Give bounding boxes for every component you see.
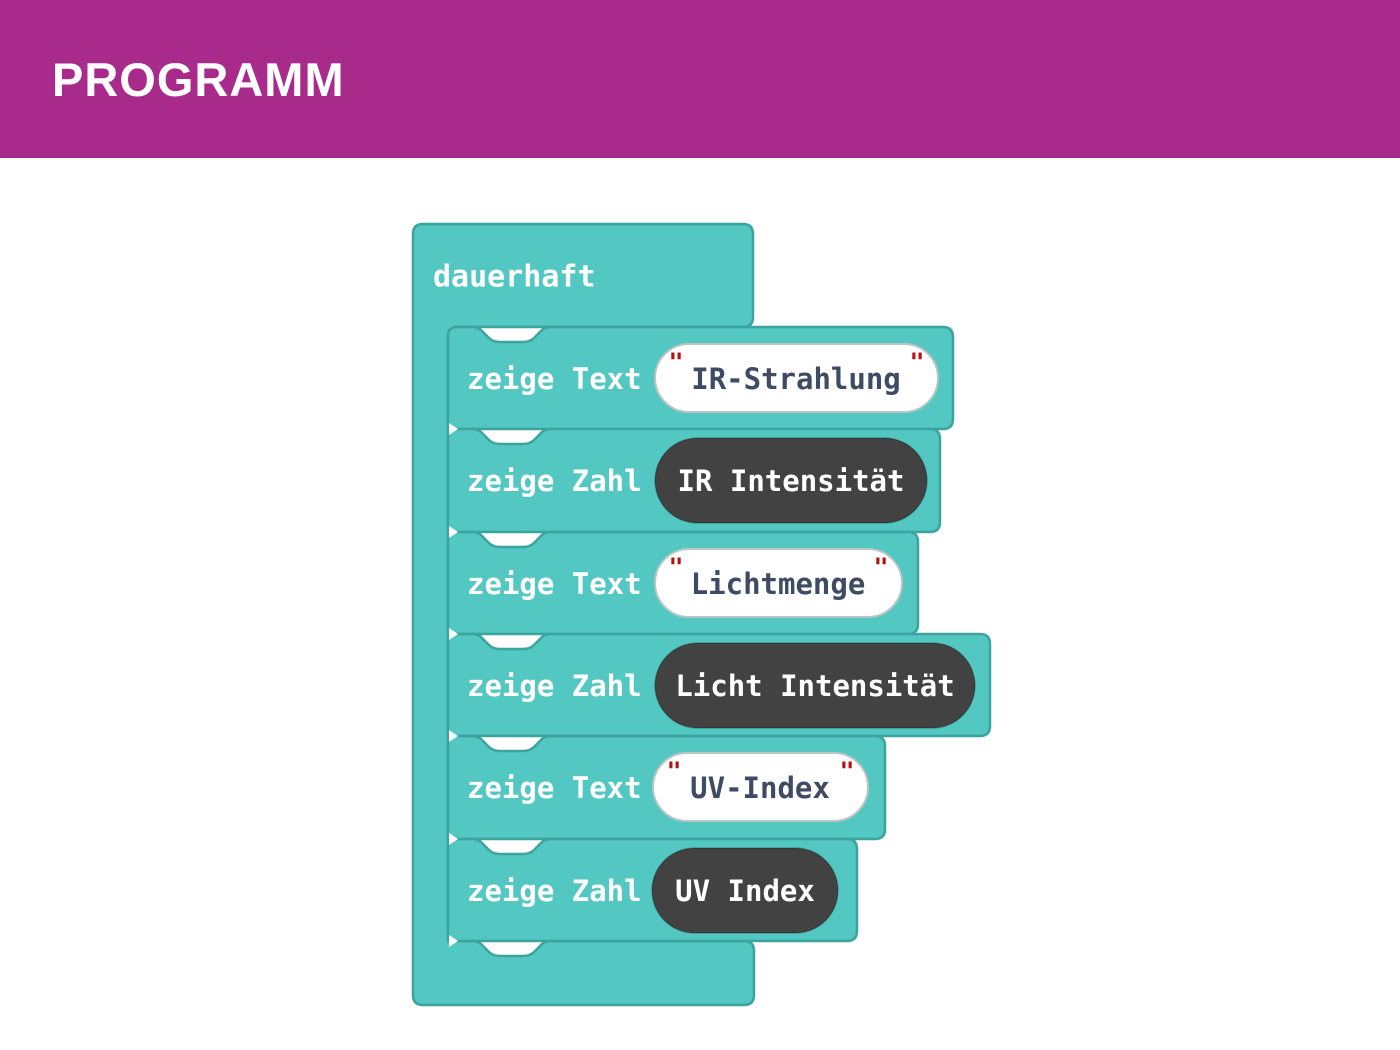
page-title: PROGRAMM [52,52,345,106]
statement-label: zeige Zahl [467,464,642,498]
variable-pill [654,642,976,729]
statement-label: zeige Text [467,771,642,805]
string-field-value: IR-Strahlung [691,362,901,396]
statement-block-zeige-text-uv-index[interactable]: zeige Text " UV-Index " [446,734,887,841]
variable-name: IR Intensität [678,464,905,498]
variable-value-block[interactable]: Licht Intensität [654,642,976,729]
open-quote: " [668,553,683,582]
statement-block-zeige-zahl-uv-index[interactable]: zeige Zahl UV Index [446,837,859,943]
connection-arrow-icon [449,730,458,742]
statement-block-zeige-zahl-licht-intensitaet[interactable]: zeige Zahl Licht Intensität [446,632,992,738]
close-quote: " [839,757,854,786]
open-quote: " [668,348,683,377]
string-field-value: Lichtmenge [691,567,866,601]
statement-block-zeige-text-ir-strahlung[interactable]: zeige Text " IR-Strahlung " [446,325,955,431]
statement-block-zeige-text-lichtmenge[interactable]: zeige Text " Lichtmenge " [446,530,920,636]
variable-value-block[interactable]: IR Intensität [654,437,928,524]
open-quote: " [666,757,681,786]
string-field[interactable] [652,752,869,822]
statement-label: zeige Zahl [467,669,642,703]
string-field[interactable] [654,548,903,618]
variable-name: UV Index [675,874,815,908]
connection-arrow-icon [449,423,458,435]
variable-pill [654,437,928,524]
connection-arrow-icon [449,526,458,538]
header-bar: PROGRAMM [0,0,1400,158]
statement-label: zeige Text [467,567,642,601]
string-field-value: UV-Index [690,771,830,805]
statement-label: zeige Text [467,362,642,396]
variable-value-block[interactable]: UV Index [651,847,839,934]
forever-block-label: dauerhaft [433,260,596,295]
connection-arrow-icon [449,935,458,947]
statement-block-zeige-zahl-ir-intensitaet[interactable]: zeige Zahl IR Intensität [446,427,942,534]
variable-pill [651,847,839,934]
string-field[interactable] [654,343,939,413]
variable-name: Licht Intensität [675,669,954,703]
connection-markers [449,423,458,947]
connection-arrow-icon [449,628,458,640]
connection-arrow-icon [449,833,458,845]
statement-label: zeige Zahl [467,874,642,908]
close-quote: " [909,348,924,377]
close-quote: " [873,553,888,582]
